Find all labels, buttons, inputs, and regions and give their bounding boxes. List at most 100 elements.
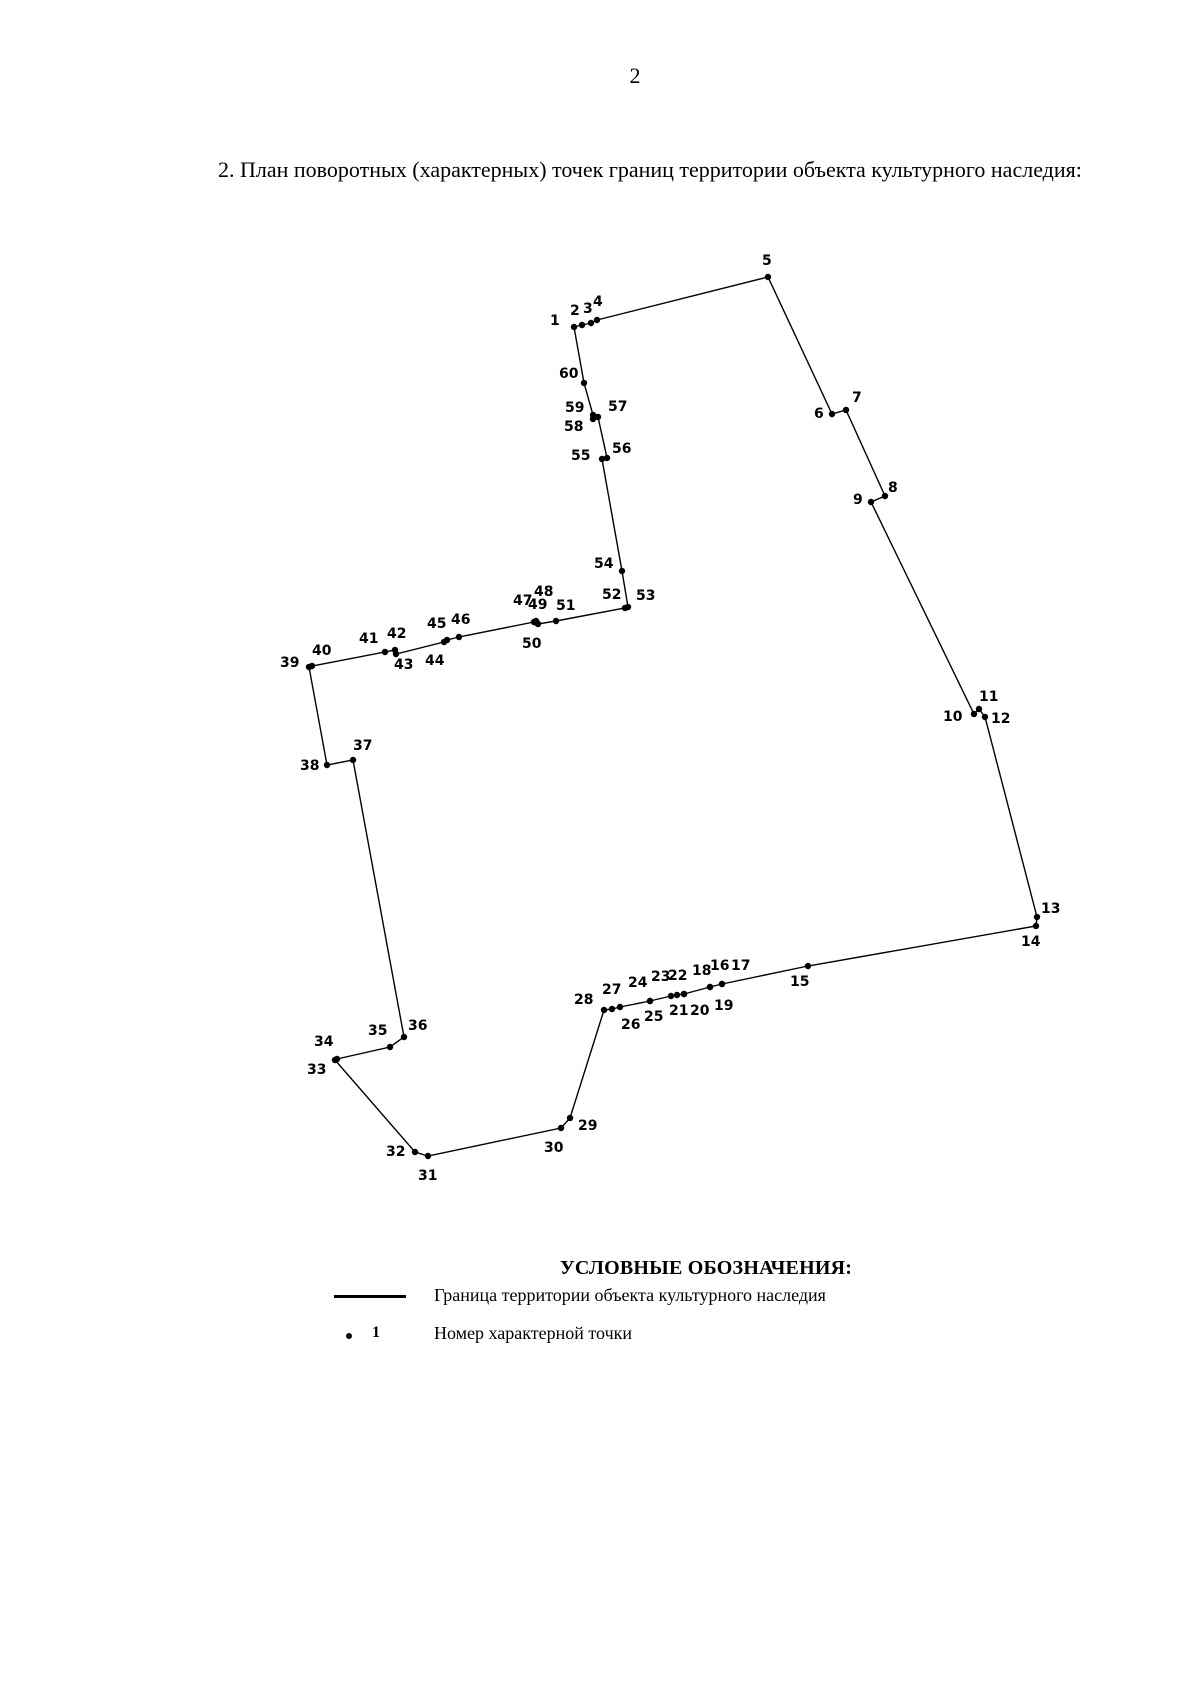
point-label-28: 28 [574,992,593,1008]
point-label-18: 18 [692,963,711,979]
point-label-1: 1 [550,313,560,329]
point-label-45: 45 [427,616,446,632]
boundary-point-56 [603,454,611,462]
boundary-point-46 [455,633,463,641]
point-label-30: 30 [544,1140,564,1156]
point-label-51: 51 [556,598,575,614]
point-label-9: 9 [853,492,863,508]
boundary-point-32 [411,1148,419,1156]
boundary-point-31 [424,1152,432,1160]
point-label-42: 42 [387,626,406,642]
point-label-12: 12 [991,711,1010,727]
point-label-15: 15 [790,974,809,990]
point-label-59: 59 [565,400,584,416]
point-label-53: 53 [636,588,655,604]
point-label-47: 47 [513,593,532,609]
point-label-17: 17 [731,958,750,974]
boundary-point-14 [1032,922,1040,930]
boundary-point-38 [323,761,331,769]
legend-point-symbol: 1 [334,1323,414,1347]
point-label-36: 36 [408,1018,427,1034]
point-label-29: 29 [578,1118,597,1134]
point-label-16: 16 [710,958,729,974]
legend-boundary-label: Граница территории объекта культурного н… [434,1285,826,1305]
boundary-point-12 [981,713,989,721]
point-label-32: 32 [386,1144,405,1160]
point-label-26: 26 [621,1017,640,1033]
boundary-point-9 [867,498,875,506]
point-label-10: 10 [943,709,963,725]
boundary-point-28 [600,1006,608,1014]
point-label-19: 19 [714,998,733,1014]
point-label-49: 49 [528,597,547,613]
point-label-54: 54 [594,556,614,572]
point-label-46: 46 [451,612,470,628]
point-label-25: 25 [644,1009,663,1025]
boundary-point-30 [557,1124,565,1132]
boundary-point-13 [1033,913,1041,921]
point-label-44: 44 [425,653,445,669]
boundary-point-36 [400,1033,408,1041]
point-label-33: 33 [307,1062,326,1078]
point-label-37: 37 [353,738,372,754]
point-label-31: 31 [418,1168,437,1184]
point-label-52: 52 [602,587,621,603]
boundary-point-27 [608,1005,616,1013]
boundary-point-23 [667,992,675,1000]
boundary-point-53 [624,603,632,611]
boundary-point-11 [975,705,983,713]
point-label-41: 41 [359,631,378,647]
page-number: 2 [629,63,641,88]
boundary-point-29 [566,1114,574,1122]
point-label-8: 8 [888,480,898,496]
boundary-point-10 [970,710,978,718]
boundary-point-5 [764,273,772,281]
point-label-21: 21 [669,1003,688,1019]
point-label-55: 55 [571,448,590,464]
point-label-50: 50 [522,636,542,652]
boundary-point-43 [392,650,400,658]
point-label-7: 7 [852,390,862,406]
boundary-point-15 [804,962,812,970]
point-label-14: 14 [1021,934,1041,950]
boundary-point-25 [646,997,654,1005]
boundary-point-21 [680,990,688,998]
boundary-point-57 [594,413,602,421]
boundary-point-19 [706,983,714,991]
point-label-6: 6 [814,406,824,422]
point-label-11: 11 [979,689,998,705]
boundary-point-54 [618,567,626,575]
point-label-38: 38 [300,758,319,774]
point-label-3: 3 [583,301,593,317]
boundary-point-2 [578,321,586,329]
point-label-4: 4 [593,294,603,310]
point-label-60: 60 [559,366,579,382]
point-label-34: 34 [314,1034,334,1050]
point-label-13: 13 [1041,901,1060,917]
boundary-point-34 [333,1055,341,1063]
point-label-23: 23 [651,969,670,985]
boundary-point-60 [580,379,588,387]
boundary-point-22 [673,991,681,999]
point-label-57: 57 [608,399,627,415]
point-label-58: 58 [564,419,583,435]
legend-point-label: Номер характерной точки [434,1323,632,1343]
boundary-point-50 [534,620,542,628]
boundary-point-40 [308,662,316,670]
boundary-point-1 [570,323,578,331]
legend-title: УСЛОВНЫЕ ОБОЗНАЧЕНИЯ: [560,1257,853,1279]
boundary-point-17 [718,980,726,988]
point-label-48: 48 [534,584,553,600]
point-label-5: 5 [762,253,772,269]
point-label-27: 27 [602,982,621,998]
boundary-point-51 [552,617,560,625]
boundary-point-6 [828,410,836,418]
legend-point-example: 1 [372,1324,380,1341]
boundary-point-7 [842,406,850,414]
boundary-point-45 [443,636,451,644]
boundary-point-59 [589,411,597,419]
boundary-point-8 [881,492,889,500]
point-label-20: 20 [690,1003,710,1019]
point-label-2: 2 [570,303,580,319]
